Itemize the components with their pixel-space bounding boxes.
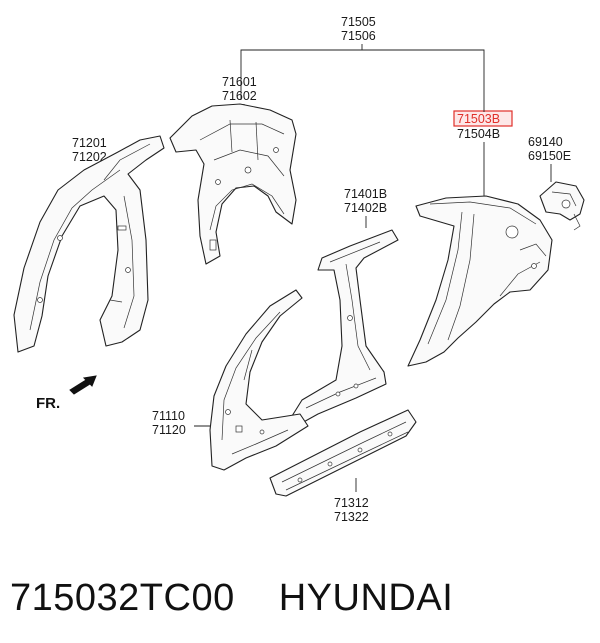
part-center-pillar-71401b	[291, 229, 399, 425]
callout-71110: 71110	[152, 409, 185, 423]
leader-71505-bracket	[240, 49, 485, 112]
callout-71402b: 71402B	[344, 201, 387, 215]
part-side-sill-71312	[269, 409, 417, 497]
callout-71503b[interactable]: 71503B	[457, 112, 500, 126]
front-arrow-icon	[69, 375, 97, 395]
callout-71504b: 71504B	[457, 127, 500, 141]
caption-bar: 715032TC00 HYUNDAI	[10, 568, 590, 628]
callout-71201: 71201	[72, 136, 107, 150]
part-number: 715032TC00	[10, 577, 235, 619]
callout-71120: 71120	[152, 423, 186, 437]
callout-71202: 71202	[72, 150, 107, 164]
callout-71322: 71322	[334, 510, 369, 524]
parts-diagram: 71505 71506 71601 71602 71201 71202 7150…	[13, 15, 585, 524]
highlight-box	[453, 110, 513, 127]
direction-label: FR.	[36, 395, 60, 412]
callout-69150e: 69150E	[528, 149, 571, 163]
part-fuel-filler-69140	[539, 181, 585, 231]
part-inner-pillar-71201	[13, 135, 165, 353]
brand-name: HYUNDAI	[278, 577, 454, 619]
callout-71505: 71505	[341, 15, 376, 29]
callout-71602: 71602	[222, 89, 257, 103]
callout-69140: 69140	[528, 135, 563, 149]
part-quarter-panel-71503b	[407, 195, 553, 367]
callout-71506: 71506	[341, 29, 376, 43]
callout-71601: 71601	[222, 75, 257, 89]
callout-71401b: 71401B	[344, 187, 387, 201]
callout-71312: 71312	[334, 496, 369, 510]
part-wheel-house-71601	[169, 103, 297, 265]
part-front-pillar-71110	[209, 289, 309, 471]
